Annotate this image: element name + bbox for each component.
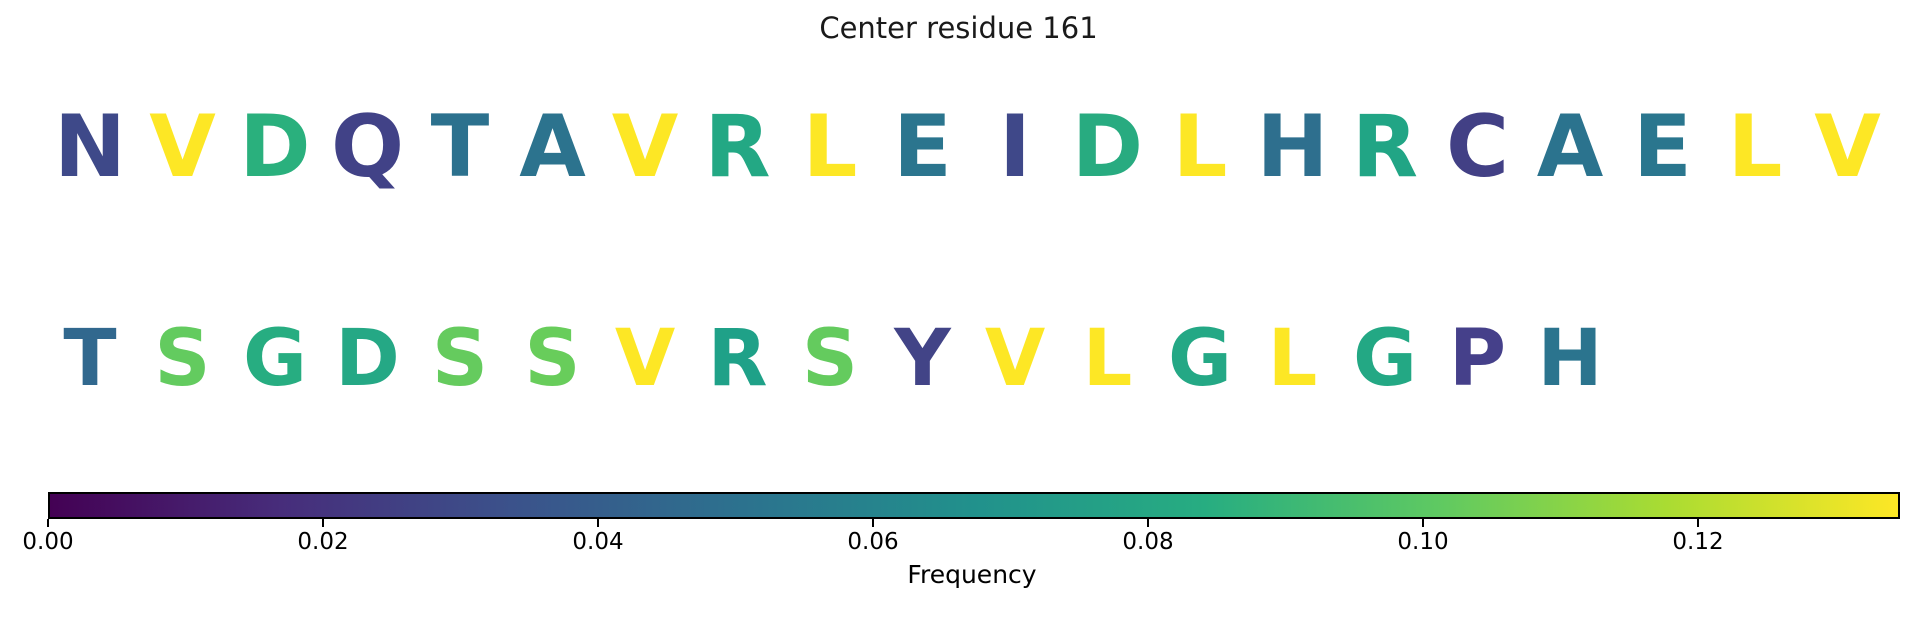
colorbar-tick-label: 0.02 — [297, 529, 349, 555]
colorbar-tick-label: 0.12 — [1672, 529, 1724, 555]
colorbar-axis-label: Frequency — [907, 560, 1037, 589]
residue-letter-L: L — [1267, 314, 1318, 404]
colorbar-tick — [872, 519, 874, 527]
residue-letter-V: V — [149, 97, 216, 197]
colorbar-tick-label: 0.00 — [22, 529, 74, 555]
residue-letter-N: N — [54, 97, 126, 197]
residue-letter-S: S — [524, 314, 581, 404]
residue-letter-L: L — [1727, 97, 1783, 197]
colorbar-tick — [597, 519, 599, 527]
residue-letter-E: E — [1633, 97, 1692, 197]
colorbar-tick-label: 0.08 — [1122, 529, 1174, 555]
residue-letter-V: V — [614, 314, 676, 404]
residue-letter-A: A — [519, 97, 586, 197]
residue-letter-T: T — [63, 314, 117, 404]
residue-letter-Q: Q — [330, 97, 405, 197]
residue-letter-D: D — [335, 314, 400, 404]
colorbar-tick — [322, 519, 324, 527]
residue-letter-L: L — [1082, 314, 1133, 404]
residue-letter-D: D — [239, 97, 311, 197]
residue-letter-R: R — [707, 314, 768, 404]
residue-letter-P: P — [1448, 314, 1507, 404]
residue-letter-H: H — [1256, 97, 1329, 197]
residue-letter-D: D — [1071, 97, 1144, 197]
residue-letter-Y: Y — [894, 314, 951, 404]
residue-letter-R: R — [1351, 97, 1419, 197]
residue-letter-I: I — [999, 97, 1031, 197]
residue-letter-G: G — [242, 314, 308, 404]
colorbar-tick — [1147, 519, 1149, 527]
residue-letter-S: S — [431, 314, 489, 404]
residue-letter-A: A — [1536, 97, 1604, 197]
residue-letter-L: L — [802, 97, 858, 197]
residue-letter-E: E — [893, 97, 952, 197]
residue-letter-H: H — [1537, 314, 1603, 404]
colorbar-tick-label: 0.06 — [847, 529, 899, 555]
residue-letter-L: L — [1172, 97, 1228, 197]
colorbar-tick-label: 0.10 — [1397, 529, 1449, 555]
colorbar-tick — [47, 519, 49, 527]
residue-letter-T: T — [430, 97, 490, 197]
frequency-colorbar — [48, 492, 1900, 519]
residue-letter-C: C — [1445, 97, 1510, 197]
residue-letter-V: V — [1814, 97, 1881, 197]
residue-letter-S: S — [154, 314, 211, 404]
residue-letter-V: V — [984, 314, 1046, 404]
colorbar-tick-label: 0.04 — [572, 529, 624, 555]
residue-letter-G: G — [1167, 314, 1233, 404]
residue-letter-V: V — [611, 97, 679, 197]
chart-title: Center residue 161 — [819, 11, 1098, 45]
colorbar-tick — [1422, 519, 1424, 527]
residue-letter-S: S — [801, 314, 859, 404]
residue-letter-G: G — [1352, 314, 1418, 404]
colorbar-tick — [1697, 519, 1699, 527]
residue-letter-R: R — [704, 97, 771, 197]
